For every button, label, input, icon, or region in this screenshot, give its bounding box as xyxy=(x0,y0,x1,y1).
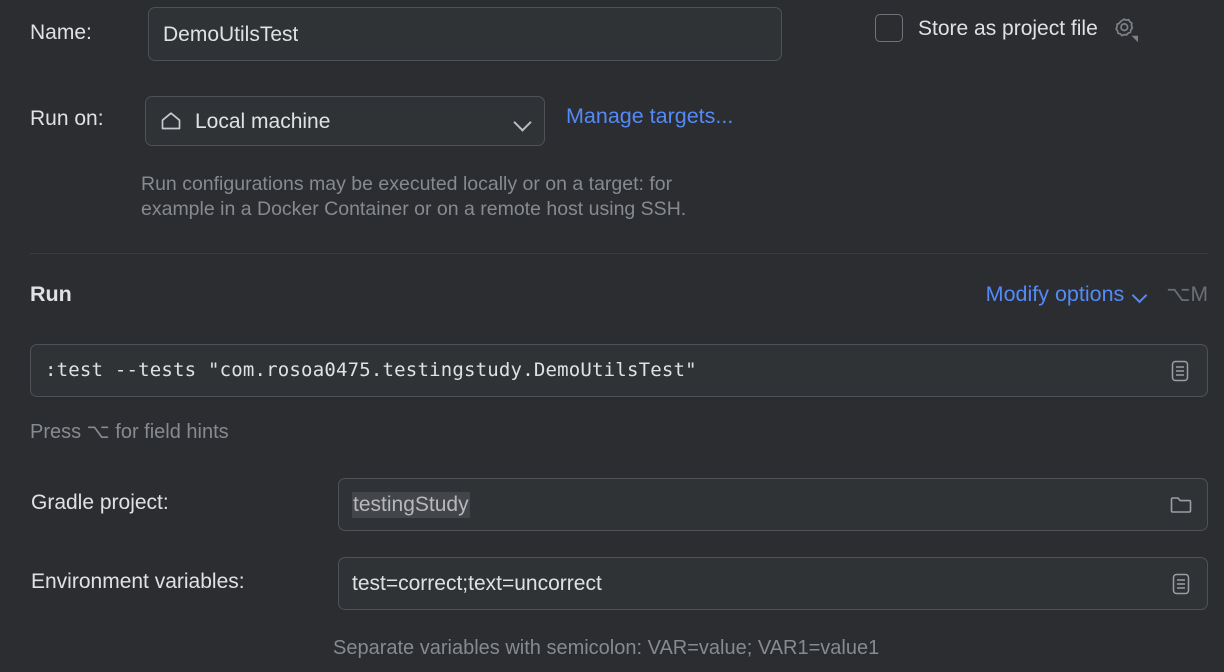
environment-variables-hint-text: Separate variables with semicolon: VAR=v… xyxy=(333,637,880,659)
environment-variables-label: Environment variables: xyxy=(31,570,245,593)
gradle-project-value: testingStudy xyxy=(352,491,470,518)
store-as-project-file-label: Store as project file xyxy=(918,16,1098,40)
field-hints-note: Press ⌥ for field hints xyxy=(30,420,229,446)
run-on-target-combobox[interactable]: Local machine xyxy=(145,96,545,146)
run-on-description-text: Run configurations may be executed local… xyxy=(141,173,687,220)
folder-icon[interactable] xyxy=(1168,491,1194,519)
field-hints-text: Press ⌥ for field hints xyxy=(30,421,229,443)
modify-options-label[interactable]: Modify options xyxy=(985,282,1125,306)
chevron-down-icon[interactable] xyxy=(1133,290,1150,300)
home-icon xyxy=(158,108,184,134)
gear-icon[interactable] xyxy=(1109,13,1139,43)
gradle-project-input[interactable]: testingStudy xyxy=(338,478,1208,531)
name-label-wrap: Name: xyxy=(30,22,92,43)
run-section-title: Run xyxy=(30,282,72,306)
store-as-project-file-row[interactable]: Store as project file xyxy=(875,13,1139,43)
run-section-title-wrap: Run xyxy=(30,282,72,306)
expand-editor-icon[interactable] xyxy=(1168,570,1194,598)
environment-variables-input[interactable]: test=correct;text=uncorrect xyxy=(338,557,1208,610)
section-separator xyxy=(30,253,1208,254)
modify-options-row[interactable]: Modify options ⌥M xyxy=(985,282,1208,307)
run-on-label: Run on: xyxy=(30,107,104,130)
name-input[interactable]: DemoUtilsTest xyxy=(148,7,782,61)
expand-editor-icon[interactable] xyxy=(1167,357,1193,385)
run-on-label-wrap: Run on: xyxy=(30,108,104,129)
run-on-description: Run configurations may be executed local… xyxy=(141,172,881,222)
run-on-target-value: Local machine xyxy=(195,110,331,132)
run-command-value: :test --tests "com.rosoa0475.testingstud… xyxy=(45,361,697,380)
name-input-value: DemoUtilsTest xyxy=(163,23,299,45)
environment-variables-label-wrap: Environment variables: xyxy=(31,571,245,592)
name-label: Name: xyxy=(30,21,92,44)
gradle-project-label: Gradle project: xyxy=(31,491,169,514)
store-as-project-file-checkbox[interactable] xyxy=(875,14,903,42)
chevron-down-icon[interactable] xyxy=(515,116,532,126)
environment-variables-hint: Separate variables with semicolon: VAR=v… xyxy=(333,636,879,662)
run-command-input[interactable]: :test --tests "com.rosoa0475.testingstud… xyxy=(30,344,1208,397)
gradle-project-label-wrap: Gradle project: xyxy=(31,492,169,513)
manage-targets-label: Manage targets... xyxy=(566,104,734,128)
environment-variables-value: test=correct;text=uncorrect xyxy=(352,573,602,594)
manage-targets-link[interactable]: Manage targets... xyxy=(566,104,734,128)
modify-options-shortcut: ⌥M xyxy=(1166,283,1208,307)
